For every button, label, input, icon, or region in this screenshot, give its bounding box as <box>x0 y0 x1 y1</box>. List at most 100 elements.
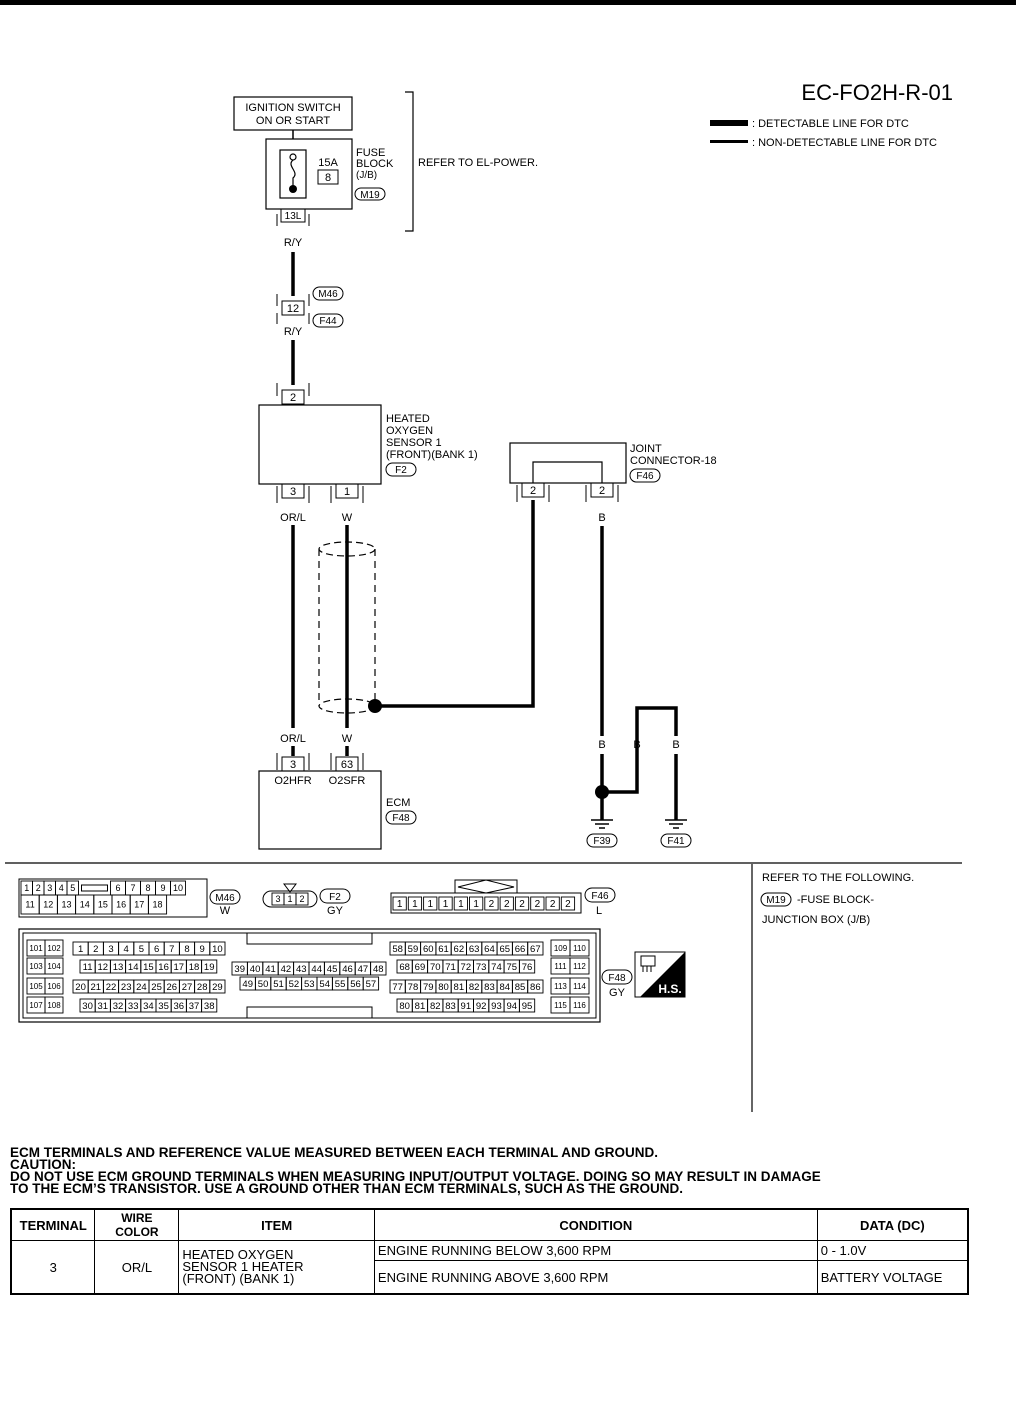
f48-pin: 30 <box>82 1001 93 1012</box>
f48-pin: 35 <box>158 1001 169 1012</box>
ignition-line1: IGNITION SWITCH <box>245 102 340 114</box>
f48-pin: 115 <box>554 1001 567 1010</box>
m46-pin: 4 <box>59 883 64 893</box>
m46-pin: 11 <box>25 900 34 910</box>
f48-pin: 66 <box>515 944 526 955</box>
wire-w-top: W <box>342 512 353 524</box>
m46-pin: 8 <box>145 883 150 893</box>
f48-pin: 102 <box>47 944 61 953</box>
f48-pin: 60 <box>423 944 434 955</box>
f48-pin: 56 <box>350 979 361 990</box>
m46-pin: 3 <box>47 883 52 893</box>
f46-pin-box <box>438 896 453 911</box>
f48-pin: 40 <box>250 964 261 975</box>
wire-orl-top: OR/L <box>280 512 306 524</box>
f48-pin-box <box>44 957 64 975</box>
f2-name: F2 <box>329 892 341 903</box>
joint-line1: JOINT <box>630 443 662 455</box>
header-item: ITEM <box>178 1208 375 1241</box>
f48-pin: 24 <box>136 982 147 993</box>
ecm-notes: ECM TERMINALS AND REFERENCE VALUE MEASUR… <box>10 1145 970 1196</box>
m46-pin-box <box>147 894 168 915</box>
cell-wire-color: OR/L <box>94 1240 180 1295</box>
f48-pin: 57 <box>366 979 377 990</box>
m46-pin: 17 <box>134 900 144 910</box>
f48-pin: 31 <box>98 1001 109 1012</box>
f48-pin: 50 <box>258 979 269 990</box>
f46-pin-box <box>484 896 499 911</box>
f48-pin: 54 <box>319 979 330 990</box>
f48-pin: 20 <box>75 982 86 993</box>
ecm-box <box>258 770 382 850</box>
sensor-terminal-3: 3 <box>290 486 296 498</box>
f48-pin: 44 <box>311 964 322 975</box>
ecm-pin-o2hfr: O2HFR <box>274 775 311 787</box>
fuse-number: 8 <box>325 172 331 184</box>
f48-pin: 110 <box>573 944 586 953</box>
f48-pin: 37 <box>189 1001 200 1012</box>
notes-line1: ECM TERMINALS AND REFERENCE VALUE MEASUR… <box>10 1145 659 1160</box>
f48-pin: 64 <box>484 944 495 955</box>
f48-pin: 61 <box>438 944 449 955</box>
m46-pin: 7 <box>130 883 135 893</box>
f48-pin: 75 <box>506 962 517 973</box>
f48-pin: 2 <box>93 944 98 955</box>
connector-f44: F44 <box>319 316 337 327</box>
f48-pin: 63 <box>469 944 480 955</box>
f48-pin: 83 <box>445 1001 456 1012</box>
refer-el-power: REFER TO EL-POWER. <box>418 157 538 169</box>
f48-name: F48 <box>608 973 626 984</box>
hs-label: H.S. <box>658 982 681 996</box>
fuse-label3: (J/B) <box>356 170 377 181</box>
fuse-label2: BLOCK <box>356 158 394 170</box>
f48-pin: 46 <box>342 964 353 975</box>
ground-f41: F41 <box>667 836 685 847</box>
f48-pin: 85 <box>515 982 526 993</box>
f46-pin: 2 <box>519 899 525 910</box>
f48-pin-box <box>569 957 590 975</box>
f48-pin: 19 <box>204 962 215 973</box>
f48-pin: 72 <box>461 962 472 973</box>
f48-pin: 111 <box>554 962 567 971</box>
f48-pin: 80 <box>438 982 449 993</box>
f48-pin: 55 <box>335 979 346 990</box>
f48-pin: 36 <box>174 1001 185 1012</box>
fuse-amp: 15A <box>318 157 338 169</box>
sensor-line2: OXYGEN <box>386 425 433 437</box>
connector-icon <box>640 955 656 967</box>
f2-pin: 2 <box>299 894 304 904</box>
m46-pin: 6 <box>115 883 120 893</box>
m46-pin: 9 <box>160 883 165 893</box>
f46-pin: 1 <box>473 899 479 910</box>
item-line1: HEATED OXYGEN <box>182 1247 294 1262</box>
f48-pin: 1 <box>78 944 83 955</box>
f46-pin-box <box>514 896 530 911</box>
header-terminal: TERMINAL <box>10 1208 96 1241</box>
f48-pin: 103 <box>29 962 43 971</box>
f48-pin: 21 <box>91 982 102 993</box>
f48-pin: 65 <box>499 944 510 955</box>
f48-pin: 94 <box>506 1001 517 1012</box>
fuse-label1: FUSE <box>356 147 385 159</box>
f46-pin-box <box>499 896 514 911</box>
legend-detectable: : DETECTABLE LINE FOR DTC <box>752 118 909 130</box>
f48-pin: 81 <box>454 982 465 993</box>
notes-line3: DO NOT USE ECM GROUND TERMINALS WHEN MEA… <box>10 1169 821 1184</box>
f48-pin: 27 <box>182 982 193 993</box>
f46-pin-box <box>392 896 407 911</box>
f48-pin-box <box>44 977 64 995</box>
f46-color: L <box>596 905 602 917</box>
f48-pin: 73 <box>476 962 487 973</box>
f48-pin: 101 <box>29 944 43 953</box>
ecm-connector-f48: F48 <box>392 813 410 824</box>
f48-pin: 82 <box>430 1001 441 1012</box>
f2-pin: 1 <box>287 894 292 904</box>
f48-pin: 58 <box>392 944 403 955</box>
fuse-block-box <box>265 138 353 210</box>
f2-pin: 3 <box>275 894 280 904</box>
ground-f39: F39 <box>593 836 611 847</box>
ecm-terminal-3: 3 <box>290 759 296 771</box>
f48-pin: 108 <box>47 1001 61 1010</box>
